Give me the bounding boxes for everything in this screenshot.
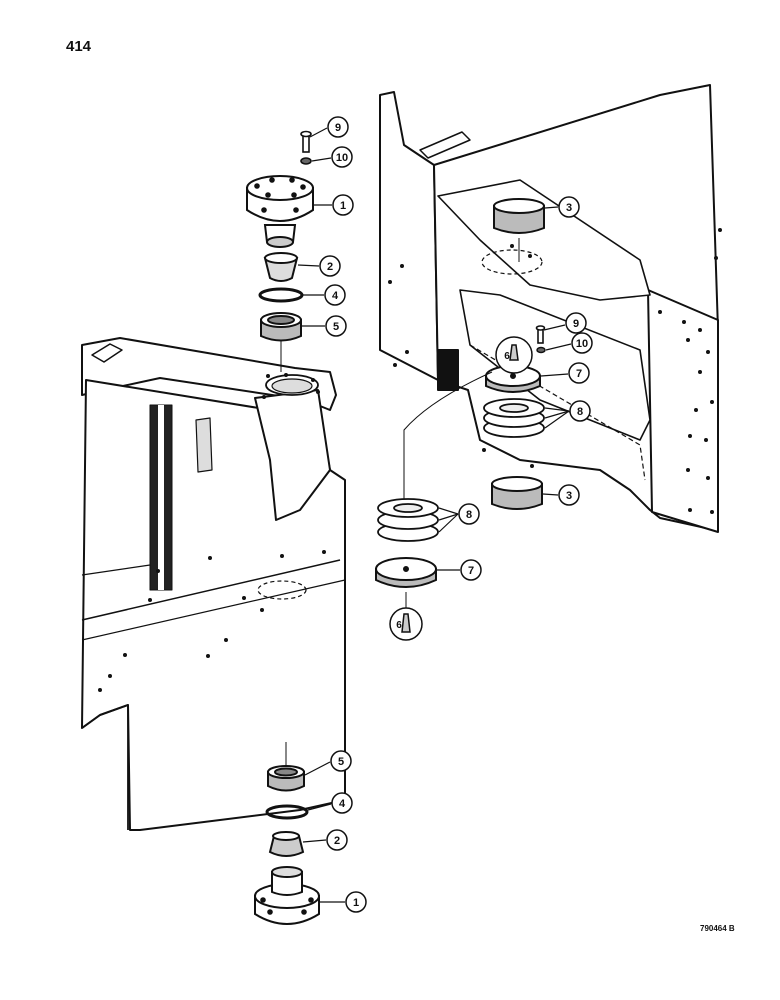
- callout-4-top: 4: [303, 284, 346, 306]
- callout-2-top: 2: [297, 255, 341, 277]
- callout-10-right: 10: [545, 332, 593, 354]
- leader-path-right: [403, 371, 493, 500]
- bearing-cone-part-2-top: [263, 252, 299, 282]
- callout-7-left: 7: [437, 559, 482, 581]
- svg-text:1: 1: [353, 897, 359, 909]
- bearing-cup-part-5-bottom: [267, 765, 305, 792]
- frame-bolt-holes-right: [388, 228, 722, 514]
- callout-4-bottom: 4: [307, 792, 353, 814]
- svg-text:5: 5: [338, 756, 344, 768]
- page-number: 414: [66, 38, 92, 55]
- fitting-label-6-top: 6: [504, 351, 510, 362]
- bushing-part-3-top: [493, 198, 545, 234]
- svg-text:8: 8: [466, 509, 472, 521]
- callout-3-top: 3: [544, 196, 580, 218]
- svg-text:9: 9: [573, 318, 579, 330]
- grease-fitting-part-6-bottom: [389, 607, 423, 641]
- svg-text:2: 2: [334, 835, 340, 847]
- bolt-part-9-right: [535, 325, 546, 344]
- lower-frame: [81, 337, 346, 831]
- callout-8-left: 8: [438, 503, 480, 533]
- callout-7-right: 7: [540, 362, 590, 384]
- svg-text:4: 4: [339, 798, 346, 810]
- svg-text:3: 3: [566, 490, 572, 502]
- callout-8-right: 8: [544, 400, 591, 429]
- bushing-part-3-bottom: [491, 476, 543, 510]
- fitting-label-6-bottom: 6: [396, 620, 402, 631]
- upper-frame: [379, 84, 719, 533]
- callout-5-bottom: 5: [304, 750, 352, 776]
- callout-5-top: 5: [302, 315, 347, 337]
- callout-10-top: 10: [311, 146, 353, 168]
- callout-9-right: 9: [543, 312, 587, 334]
- svg-text:10: 10: [576, 338, 588, 350]
- callouts: 9 10 1 2 4: [297, 116, 593, 913]
- callout-3-bottom: 3: [542, 484, 580, 506]
- cover-plate-part-7-top: [485, 365, 541, 393]
- callout-1-top: 1: [314, 194, 354, 216]
- o-ring-part-4-bottom: [265, 804, 309, 820]
- o-ring-part-4-top: [258, 287, 304, 303]
- callout-1-bottom: 1: [320, 891, 367, 913]
- callout-9-top: 9: [309, 116, 349, 138]
- pivot-cap-part-1-top: [246, 175, 314, 248]
- frame-bolt-holes-left: [98, 373, 326, 692]
- grease-fitting-part-6-top: [495, 336, 533, 374]
- shims-part-8-bottom: [377, 498, 439, 542]
- svg-text:5: 5: [333, 321, 339, 333]
- callout-2-bottom: 2: [302, 829, 348, 851]
- svg-text:9: 9: [335, 122, 341, 134]
- svg-text:7: 7: [576, 368, 582, 380]
- lockwasher-part-10-top: [300, 157, 312, 165]
- svg-text:7: 7: [468, 565, 474, 577]
- bearing-cup-part-5-top: [260, 312, 302, 342]
- pivot-cap-part-1-bottom: [254, 866, 320, 925]
- svg-text:8: 8: [577, 406, 583, 418]
- shims-part-8-top: [483, 398, 545, 438]
- svg-text:4: 4: [332, 290, 339, 302]
- svg-text:10: 10: [336, 152, 348, 164]
- svg-text:3: 3: [566, 202, 572, 214]
- lockwasher-part-10-right: [536, 346, 546, 354]
- svg-text:2: 2: [327, 261, 333, 273]
- drawing-number: 790464 B: [700, 924, 735, 933]
- bearing-cone-part-2-bottom: [268, 831, 305, 857]
- svg-text:1: 1: [340, 200, 346, 212]
- cover-plate-part-7-bottom: [375, 557, 437, 588]
- bolt-part-9-top: [300, 130, 312, 153]
